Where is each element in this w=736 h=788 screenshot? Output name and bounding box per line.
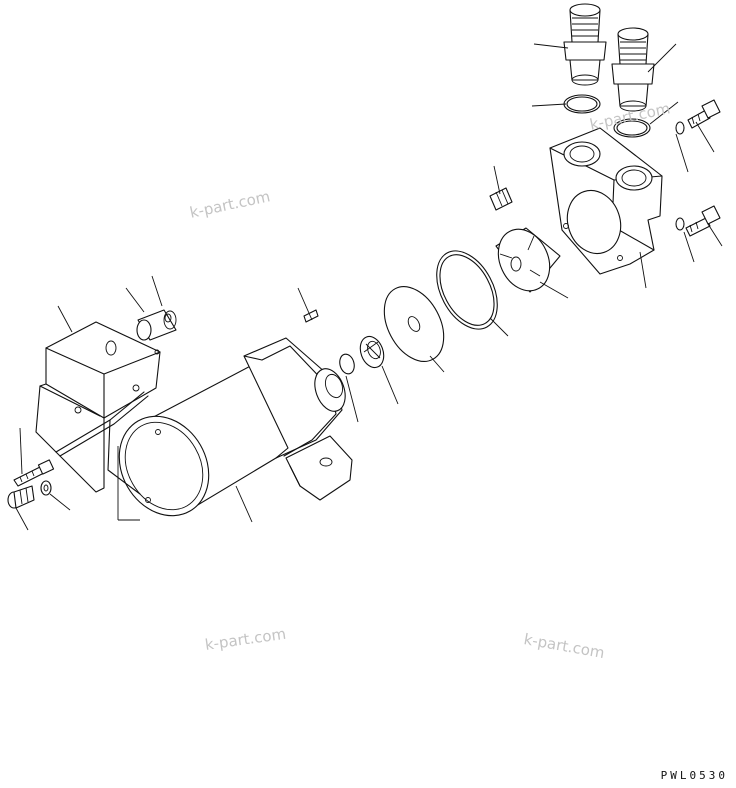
pump-housing [549,127,663,275]
hose-fitting-1 [563,3,607,86]
stud-bolt [13,459,55,487]
key [303,309,319,323]
o-ring-small [339,353,355,375]
drawing-code-label: PWL0530 [660,769,728,782]
leader-lines [15,43,723,531]
coupling-spider [359,335,385,369]
o-ring-large [436,250,498,330]
plate-disc [383,286,445,362]
hose-fitting-2 [611,27,655,112]
coupling-half [495,227,561,293]
shim-pieces [489,187,513,211]
bolt-washer-left [7,480,52,509]
motor-body [107,337,353,517]
fitting-o-rings [563,94,651,138]
sleeve-pin [136,309,177,341]
bolts-washers-right [675,99,721,237]
